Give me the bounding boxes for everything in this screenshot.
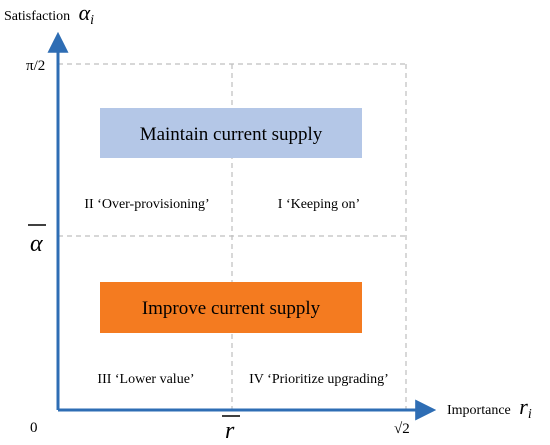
- maintain-supply-box: [100, 108, 362, 158]
- origin-label: 0: [30, 420, 38, 436]
- y-tick-pi-half: π/2: [26, 58, 45, 74]
- quadrant-4-label: IV ‘Prioritize upgrading’: [249, 372, 389, 387]
- quadrant-2-label: II ‘Over-provisioning’: [84, 197, 209, 212]
- quadrant-3-label: III ‘Lower value’: [97, 372, 194, 387]
- improve-supply-box: [100, 282, 362, 333]
- y-axis-label: Satisfaction αi: [4, 0, 94, 28]
- x-tick-sqrt2: √2: [394, 421, 410, 437]
- improve-supply-label: Improve current supply: [142, 298, 321, 319]
- y-tick-alpha-bar: α: [30, 231, 43, 257]
- x-tick-r-bar: r: [225, 418, 235, 444]
- maintain-supply-label: Maintain current supply: [140, 124, 323, 145]
- quadrant-1-label: I ‘Keeping on’: [278, 197, 360, 212]
- x-axis-label: Importance ri: [447, 394, 532, 422]
